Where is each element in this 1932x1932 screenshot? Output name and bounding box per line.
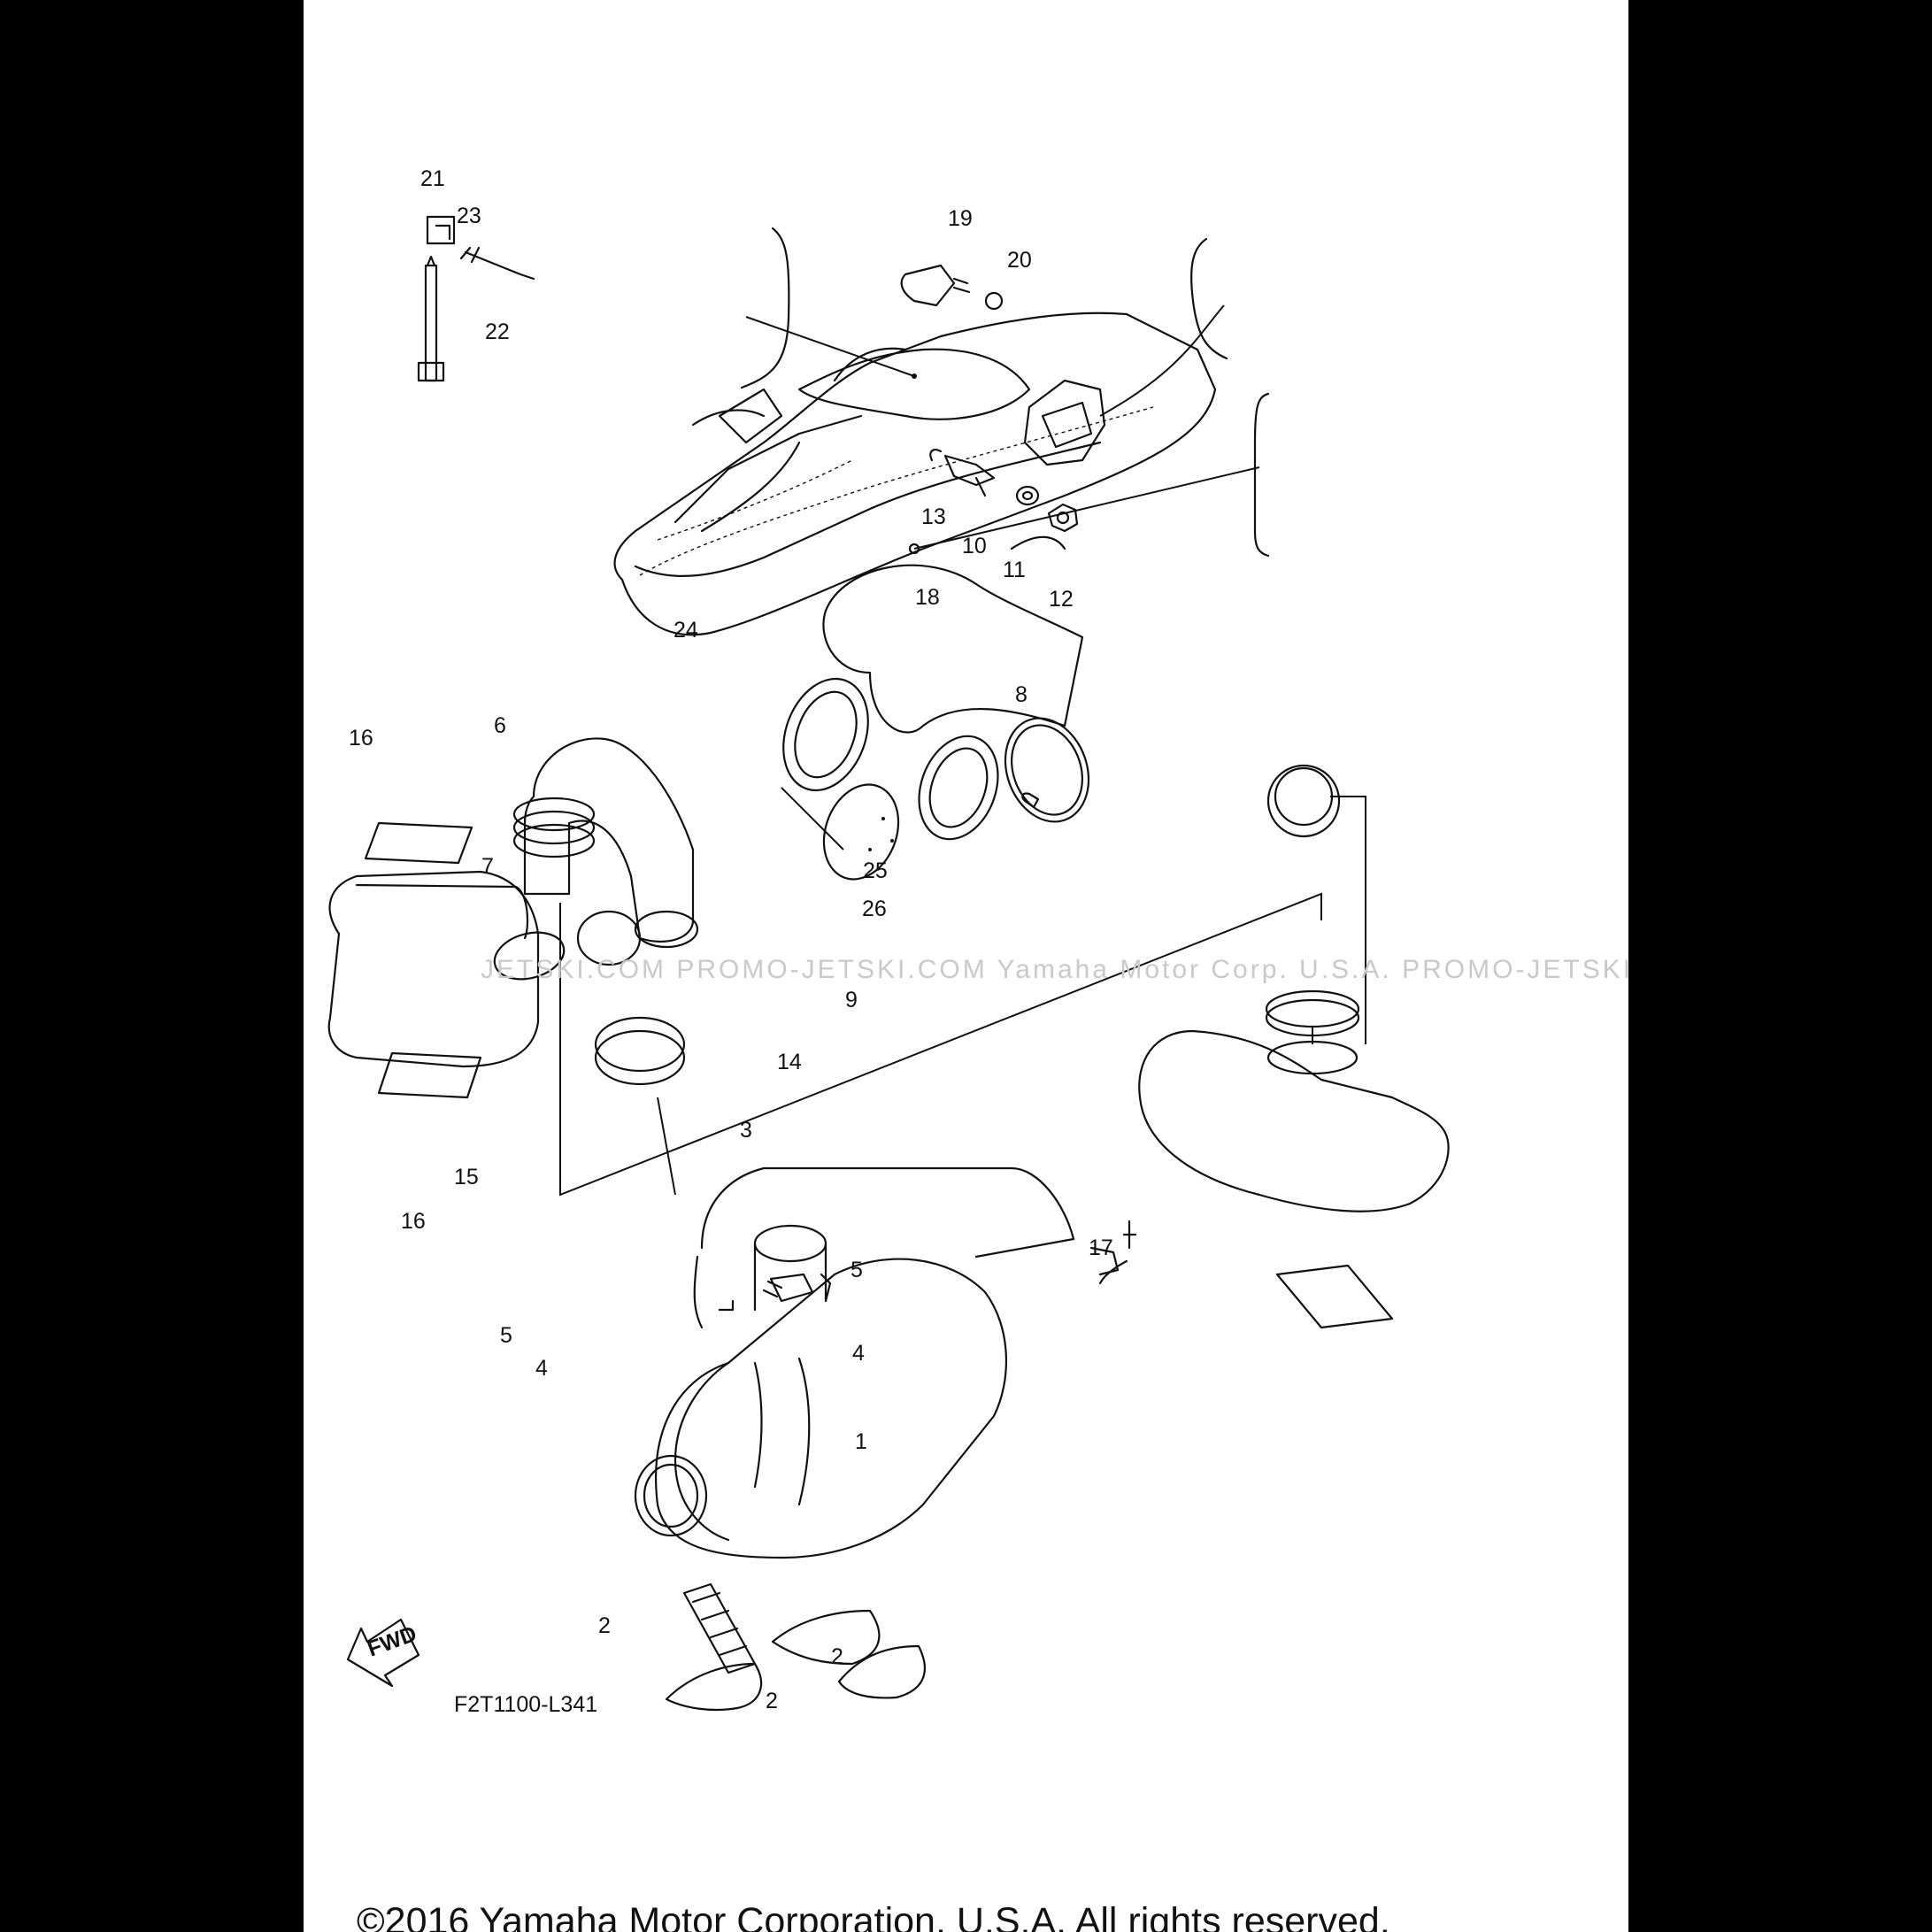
- callout-11: 11: [1003, 558, 1026, 582]
- fwd-arrow-icon: FWD: [346, 1618, 420, 1688]
- callout-6: 6: [494, 713, 506, 738]
- callout-12: 12: [1049, 587, 1074, 612]
- callout-1: 1: [855, 1429, 867, 1454]
- callout-17: 17: [1089, 1235, 1113, 1260]
- mufflers-and-pads: [327, 821, 1450, 1329]
- callout-22: 22: [485, 319, 510, 344]
- callout-16-bottom: 16: [401, 1209, 426, 1234]
- callout-16-top: 16: [349, 726, 373, 750]
- callout-20: 20: [1007, 248, 1032, 273]
- callout-26: 26: [862, 897, 887, 921]
- callout-4-right: 4: [852, 1341, 865, 1366]
- callout-2-left: 2: [598, 1613, 611, 1638]
- watercraft-illustration: [613, 227, 1270, 636]
- diagram-code: F2T1100-L341: [454, 1692, 598, 1717]
- callout-19: 19: [948, 206, 973, 231]
- watermark: JETSKI.COM PROMO-JETSKI.COM Yamaha Motor…: [481, 955, 1628, 984]
- callout-5-left: 5: [500, 1323, 512, 1348]
- main-muffler-assembly: [634, 1166, 1137, 1712]
- callout-13: 13: [921, 504, 946, 529]
- exhaust-parts-diagram: FWD JETSKI.COM PROMO-JETSKI.COM Yamaha M…: [327, 166, 1628, 1713]
- callout-4-left: 4: [535, 1356, 548, 1381]
- callout-24: 24: [674, 618, 698, 643]
- callout-9: 9: [845, 988, 858, 1012]
- callout-14: 14: [777, 1050, 802, 1074]
- exhaust-pipe-6-assembly: [493, 737, 1366, 1197]
- callout-10: 10: [962, 534, 987, 558]
- callout-25: 25: [863, 858, 888, 883]
- callout-2-bottom: 2: [766, 1689, 778, 1713]
- callout-7: 7: [481, 854, 494, 879]
- callout-23: 23: [457, 204, 481, 228]
- parts-diagram-sheet: FWD JETSKI.COM PROMO-JETSKI.COM Yamaha M…: [304, 0, 1628, 1932]
- copyright-notice: ©2016 Yamaha Motor Corporation, U.S.A. A…: [357, 1900, 1390, 1932]
- callout-labels: 21 23 22 19 20 13 10 11 12 18 24 8 6 16 …: [349, 166, 1113, 1713]
- callout-3: 3: [740, 1118, 752, 1143]
- callout-5-right: 5: [851, 1258, 863, 1282]
- fwd-label: FWD: [364, 1621, 419, 1662]
- callout-21: 21: [420, 166, 445, 191]
- callout-15: 15: [454, 1165, 479, 1189]
- fastener-parts: [417, 215, 1079, 533]
- callout-8: 8: [1015, 682, 1028, 707]
- callout-2-right: 2: [831, 1644, 843, 1669]
- exhaust-pipe-18-assembly: [781, 535, 1090, 881]
- callout-18: 18: [915, 585, 940, 610]
